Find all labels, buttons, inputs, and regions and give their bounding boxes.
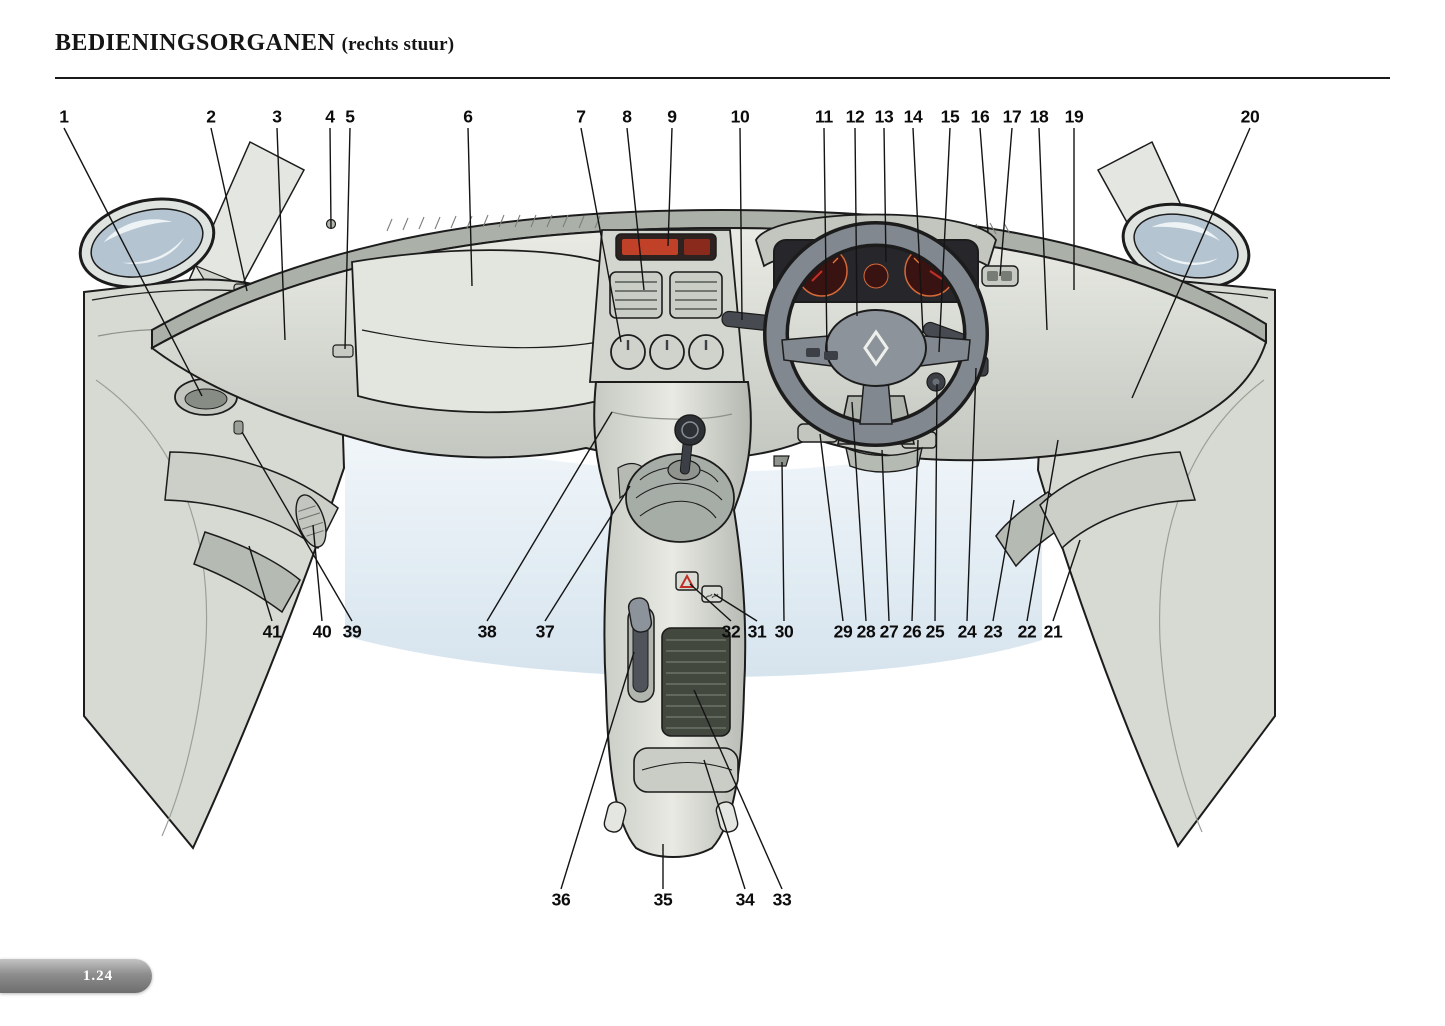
callout-20: 20 (1240, 106, 1260, 127)
callout-2: 2 (206, 106, 216, 127)
callout-35: 35 (653, 889, 673, 910)
callout-5: 5 (345, 106, 355, 127)
callout-16: 16 (970, 106, 990, 127)
callout-23: 23 (983, 621, 1003, 642)
header-rule (55, 77, 1390, 79)
callout-7: 7 (576, 106, 586, 127)
callout-41: 41 (262, 621, 282, 642)
page-number-badge: 1.24 (0, 959, 152, 993)
page-title-text: BEDIENINGSORGANEN (55, 30, 336, 56)
callout-21: 21 (1043, 621, 1063, 642)
callout-31: 31 (747, 621, 767, 642)
page-header: BEDIENINGSORGANEN (rechts stuur) (55, 30, 1390, 79)
callout-10: 10 (730, 106, 750, 127)
callout-24: 24 (957, 621, 977, 642)
callout-36: 36 (551, 889, 571, 910)
callout-33: 33 (772, 889, 792, 910)
callout-22: 22 (1017, 621, 1037, 642)
callout-12: 12 (845, 106, 865, 127)
callout-17: 17 (1002, 106, 1022, 127)
callout-25: 25 (925, 621, 945, 642)
callout-29: 29 (833, 621, 853, 642)
callout-9: 9 (667, 106, 677, 127)
callout-13: 13 (874, 106, 894, 127)
callout-4: 4 (325, 106, 335, 127)
callout-38: 38 (477, 621, 497, 642)
callout-34: 34 (735, 889, 755, 910)
callout-39: 39 (342, 621, 362, 642)
callout-30: 30 (774, 621, 794, 642)
callout-18: 18 (1029, 106, 1049, 127)
page-number: 1.24 (82, 967, 114, 984)
callout-37: 37 (535, 621, 555, 642)
callout-19: 19 (1064, 106, 1084, 127)
callout-32: 32 (721, 621, 741, 642)
callout-15: 15 (940, 106, 960, 127)
callout-27: 27 (879, 621, 899, 642)
callout-26: 26 (902, 621, 922, 642)
callout-6: 6 (463, 106, 473, 127)
page-title: BEDIENINGSORGANEN (rechts stuur) (55, 30, 1390, 57)
page-subtitle: (rechts stuur) (341, 34, 455, 55)
callout-8: 8 (622, 106, 632, 127)
callout-1: 1 (59, 106, 69, 127)
callout-28: 28 (856, 621, 876, 642)
callout-14: 14 (903, 106, 923, 127)
callout-11: 11 (815, 106, 833, 127)
callout-3: 3 (272, 106, 282, 127)
callout-40: 40 (312, 621, 332, 642)
